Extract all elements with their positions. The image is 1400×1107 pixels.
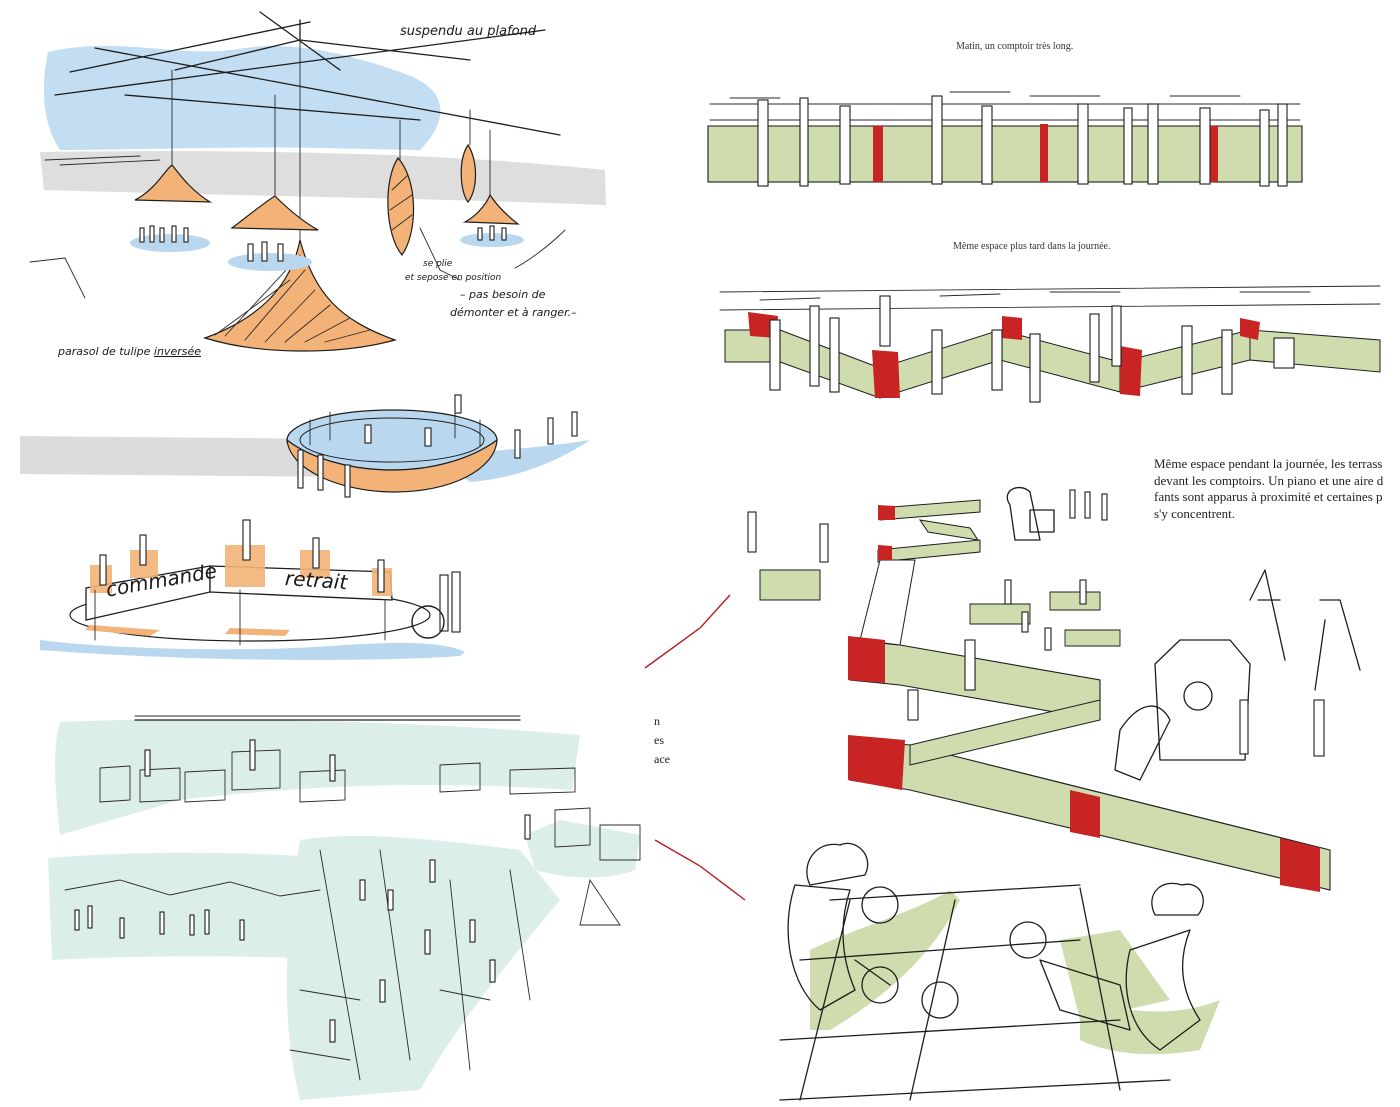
note-parasol: parasol de tulipe inversée <box>58 345 201 358</box>
sketch-circular-counter <box>20 394 590 498</box>
floor-wash <box>40 151 606 205</box>
paragraph-line-1: Même espace pendant la journée, les terr… <box>1154 456 1383 471</box>
canopy-4-folded <box>387 157 415 256</box>
sketch-isometric-counter <box>747 487 1361 892</box>
right-sketches <box>700 91 1381 1101</box>
caption-later: Même espace plus tard dans la journée. <box>953 241 1111 252</box>
gutter-fragment-3: ace <box>654 752 670 766</box>
terrace-people <box>747 489 1325 757</box>
canopy-6 <box>462 193 520 225</box>
canopy-5-folded <box>460 143 477 203</box>
canopy-2 <box>230 195 319 231</box>
note-fold-3: – pas besoin de <box>460 288 546 301</box>
note-fold-4: démonter et à ranger.– <box>450 306 577 319</box>
caption-morning: Matin, un comptoir très long. <box>956 41 1074 52</box>
sky-wash <box>43 45 441 150</box>
crowd <box>74 739 531 1043</box>
right-page: Matin, un comptoir très long. Même espac… <box>700 0 1400 1107</box>
sketch-aerial-market <box>48 715 641 1100</box>
note-suspended-ceiling: suspendu au plafond <box>400 24 537 39</box>
sketch-zigzag-counter <box>719 285 1381 403</box>
gutter-fragment-2: es <box>654 733 664 747</box>
description-paragraph: Même espace pendant la journée, les terr… <box>1154 456 1383 522</box>
counter-label-retrait: retrait <box>284 566 349 595</box>
sketch-long-counter <box>707 91 1303 187</box>
paragraph-line-3: fants sont apparus à proximité et certai… <box>1154 489 1383 504</box>
note-parasol-text: parasol de tulipe <box>58 345 151 358</box>
canopy-3-big <box>203 239 397 352</box>
left-sketches <box>20 11 641 1100</box>
note-fold-2: et sepose en position <box>405 273 502 283</box>
counter-people-later <box>769 295 1295 403</box>
note-parasol-underlined: inversée <box>153 345 201 358</box>
sketch-suspended-parasols <box>29 11 606 352</box>
paragraph-line-4: s'y concentrent. <box>1154 505 1236 521</box>
gutter-text: n es ace <box>654 712 670 769</box>
sketch-order-counter <box>40 519 465 660</box>
counter-people-morning <box>757 95 1288 187</box>
paragraph-line-2: devant les comptoirs. Un piano et une ai… <box>1154 472 1384 488</box>
sketch-cooks <box>779 842 1220 1101</box>
left-page: suspendu au plafond se plie et sepose en… <box>20 11 700 1100</box>
gutter-fragment-1: n <box>654 714 660 728</box>
canopy-1 <box>134 164 213 203</box>
note-fold-1: se plie <box>423 259 453 269</box>
